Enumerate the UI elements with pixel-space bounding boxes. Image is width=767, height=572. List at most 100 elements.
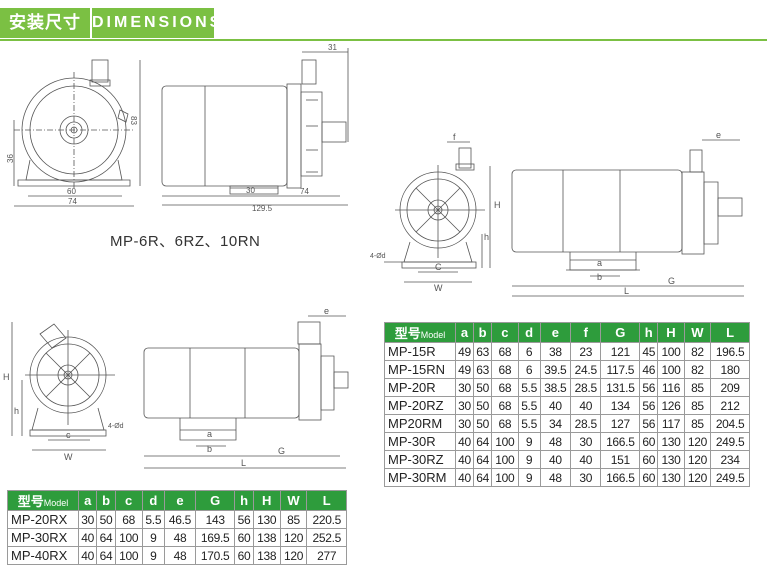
figure3-side-view <box>143 315 349 469</box>
value-cell: 127 <box>600 414 641 433</box>
value-cell: 82 <box>683 360 712 379</box>
value-cell: 68 <box>491 360 519 379</box>
dim-30: 30 <box>246 186 255 195</box>
col-header: L <box>710 322 750 343</box>
value-cell: 5.5 <box>517 396 541 415</box>
figure2-front-labels: f H h 4-Ød C W <box>370 132 501 293</box>
value-cell: 63 <box>473 360 493 379</box>
figure1-side-view <box>161 48 349 206</box>
label-c: C <box>435 262 442 272</box>
col-header: a <box>77 490 98 511</box>
value-cell: 56 <box>639 396 659 415</box>
value-cell: 56 <box>234 510 254 529</box>
col-header: b <box>96 490 116 511</box>
value-cell: 85 <box>683 414 712 433</box>
label-e: e <box>716 130 721 140</box>
value-cell: 277 <box>306 546 347 565</box>
col-header: G <box>194 490 236 511</box>
model-cell: MP-15RN <box>384 360 456 379</box>
value-cell: 100 <box>657 360 685 379</box>
value-cell: 220.5 <box>306 510 347 529</box>
value-cell: 64 <box>473 432 493 451</box>
col-header: H <box>657 322 685 343</box>
dim-74a: 74 <box>68 197 77 206</box>
value-cell: 134 <box>600 396 641 415</box>
figure3-side-labels: e a b G L <box>207 306 329 468</box>
header-title-cn: 安装尺寸 <box>0 8 90 38</box>
model-cell: MP20RM <box>384 414 456 433</box>
value-cell: 39.5 <box>539 360 572 379</box>
label-d3: 4-Ød <box>108 423 124 430</box>
label-l: L <box>624 286 629 296</box>
col-header: b <box>473 322 493 343</box>
value-cell: 252.5 <box>306 528 347 547</box>
label-e3: e <box>324 306 329 316</box>
value-cell: 40 <box>454 450 475 469</box>
dim-31: 31 <box>328 43 337 52</box>
model-cell: MP-20RX <box>7 510 79 529</box>
label-h: h <box>484 232 489 242</box>
dim-60: 60 <box>67 187 76 196</box>
figure2-front-view <box>384 141 491 283</box>
col-header: e <box>164 490 196 511</box>
value-cell: 85 <box>279 510 308 529</box>
value-cell: 46.5 <box>164 510 196 529</box>
value-cell: 116 <box>657 378 685 397</box>
value-cell: 5.5 <box>517 378 541 397</box>
col-header: L <box>306 490 347 511</box>
value-cell: 138 <box>252 528 281 547</box>
value-cell: 40 <box>454 468 475 487</box>
value-cell: 28.5 <box>570 414 602 433</box>
value-cell: 64 <box>96 546 116 565</box>
value-cell: 68 <box>491 414 519 433</box>
value-cell: 60 <box>639 450 659 469</box>
value-cell: 130 <box>657 450 685 469</box>
value-cell: 64 <box>473 450 493 469</box>
model-cell: MP-20R <box>384 378 456 397</box>
value-cell: 48 <box>164 546 196 565</box>
model-cell: MP-30RZ <box>384 450 456 469</box>
value-cell: 117.5 <box>600 360 641 379</box>
value-cell: 100 <box>657 342 685 361</box>
value-cell: 30 <box>454 378 475 397</box>
value-cell: 9 <box>141 546 166 565</box>
label-d: 4-Ød <box>370 253 386 260</box>
value-cell: 30 <box>454 396 475 415</box>
value-cell: 34 <box>539 414 572 433</box>
value-cell: 169.5 <box>194 528 236 547</box>
value-cell: 100 <box>114 528 143 547</box>
model-cell: MP-30RX <box>7 528 79 547</box>
value-cell: 143 <box>194 510 236 529</box>
value-cell: 120 <box>279 528 308 547</box>
value-cell: 40 <box>539 396 572 415</box>
value-cell: 9 <box>141 528 166 547</box>
value-cell: 49 <box>454 342 475 361</box>
col-header: d <box>517 322 541 343</box>
value-cell: 166.5 <box>600 468 641 487</box>
label-a3: a <box>207 429 212 439</box>
section-header: 安装尺寸 DIMENSIONS <box>0 8 767 41</box>
value-cell: 100 <box>491 468 519 487</box>
value-cell: 117 <box>657 414 685 433</box>
label-g: G <box>668 276 675 286</box>
col-header: a <box>454 322 475 343</box>
figure1-front-dims: 36 60 74 83 <box>6 116 138 206</box>
model-cell: MP-30RM <box>384 468 456 487</box>
value-cell: 30 <box>77 510 98 529</box>
col-header: h <box>639 322 659 343</box>
col-header: G <box>600 322 641 343</box>
value-cell: 60 <box>234 546 254 565</box>
value-cell: 24.5 <box>570 360 602 379</box>
value-cell: 85 <box>683 378 712 397</box>
value-cell: 151 <box>600 450 641 469</box>
value-cell: 40 <box>539 450 572 469</box>
label-b: b <box>597 272 602 282</box>
value-cell: 64 <box>473 468 493 487</box>
value-cell: 249.5 <box>710 432 750 451</box>
col-header: d <box>141 490 166 511</box>
